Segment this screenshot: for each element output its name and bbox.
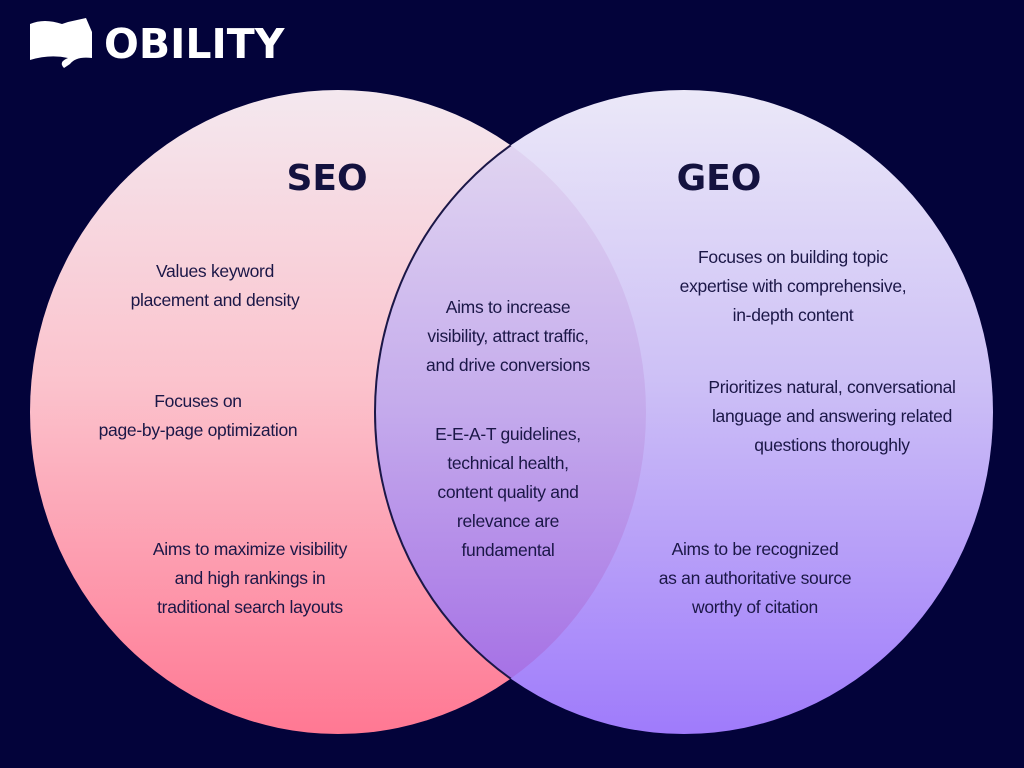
line: and high rankings in: [174, 568, 326, 588]
brand-logo: OBILITY: [28, 18, 284, 70]
overlap-region: [374, 90, 646, 734]
line: traditional search layouts: [157, 597, 343, 617]
brand-name: OBILITY: [104, 20, 285, 68]
line: expertise with comprehensive,: [679, 276, 907, 296]
line: questions thoroughly: [754, 435, 910, 455]
shared-point: E-E-A-T guidelines, technical health, cont…: [435, 420, 581, 565]
line: content quality and: [437, 482, 579, 502]
line: fundamental: [461, 540, 555, 560]
line: and drive conversions: [426, 355, 590, 375]
seo-title: SEO: [286, 158, 368, 199]
line: Focuses on building topic: [698, 247, 888, 267]
line: as an authoritative source: [658, 568, 852, 588]
shared-point: Aims to increase visibility, attract traf…: [426, 293, 590, 380]
line: page-by-page optimization: [98, 420, 298, 440]
line: in-depth content: [732, 305, 854, 325]
geo-title: GEO: [676, 158, 762, 199]
seo-point: Focuses on page-by-page optimization: [99, 387, 298, 445]
line: worthy of citation: [692, 597, 818, 617]
line: relevance are: [456, 511, 560, 531]
geo-point: Aims to be recognized as an authoritative…: [659, 535, 852, 622]
geo-point: Prioritizes natural, conversational langu…: [708, 373, 956, 460]
line: language and answering related: [711, 406, 953, 426]
line: Values keyword: [155, 261, 275, 281]
line: technical health,: [447, 453, 569, 473]
line: Aims to be recognized: [671, 539, 839, 559]
line: placement and density: [130, 290, 300, 310]
line: Prioritizes natural, conversational: [708, 377, 956, 397]
geo-point: Focuses on building topic expertise with …: [680, 243, 907, 330]
flag-logo-icon: [30, 18, 92, 68]
line: E-E-A-T guidelines,: [435, 424, 581, 444]
line: Aims to increase: [445, 297, 571, 317]
line: Aims to maximize visibility: [152, 539, 348, 559]
line: visibility, attract traffic,: [427, 326, 589, 346]
seo-point: Values keyword placement and density: [131, 257, 300, 315]
line: Focuses on: [154, 391, 242, 411]
seo-point: Aims to maximize visibility and high rank…: [153, 535, 347, 622]
